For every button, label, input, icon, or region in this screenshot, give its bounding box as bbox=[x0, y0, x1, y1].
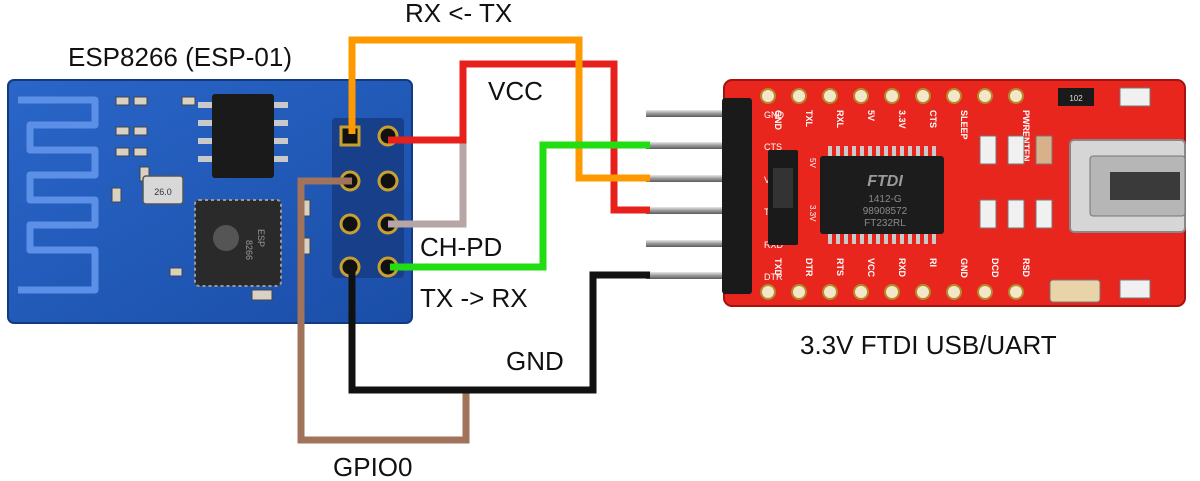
bottom-pin-label-2: RTS bbox=[835, 258, 845, 276]
bottom-pin-label-8: RSD bbox=[1021, 258, 1031, 278]
esp-title: ESP8266 (ESP-01) bbox=[68, 42, 292, 72]
top-pin-label-7: PWRENTEN bbox=[1021, 110, 1031, 162]
bottom-pin-label-1: DTR bbox=[804, 258, 814, 277]
label-gnd: GND bbox=[506, 346, 564, 376]
bottom-pin-label-7: DCD bbox=[990, 258, 1000, 278]
top-pin-label-4: 3.3V bbox=[897, 110, 907, 129]
jumper-label-5v: 5V bbox=[808, 158, 817, 168]
wire-ch-pd bbox=[388, 140, 467, 228]
label-gpio0: GPIO0 bbox=[333, 452, 412, 481]
chip-label-1: ESP bbox=[256, 229, 266, 247]
top-pin-label-0: GND bbox=[773, 110, 783, 131]
wire-labels: ESP8266 (ESP-01) RX <- TX VCC CH-PD TX -… bbox=[68, 0, 1057, 481]
wire-vcc bbox=[388, 60, 650, 214]
esp01-board: 26.0 ESP 8266 bbox=[7, 79, 413, 324]
header-label-0: GND bbox=[764, 110, 785, 120]
ftdi-board: GND CTS VCC TXD RXD DTR GND TXL RXL 5V 3… bbox=[646, 79, 1186, 307]
wire-gnd bbox=[348, 262, 650, 394]
wires bbox=[297, 36, 650, 444]
top-pin-labels: GND TXL RXL 5V 3.3V CTS SLEEP PWRENTEN bbox=[773, 110, 1031, 162]
voltage-jumper: 5V 3.3V bbox=[768, 150, 817, 245]
mini-usb-connector bbox=[1069, 139, 1186, 233]
esp8266-chip: ESP 8266 bbox=[194, 199, 282, 287]
header-label-1: CTS bbox=[764, 142, 782, 152]
bottom-pin-labels: TXD DTR RTS VCC RXD RI GND DCD RSD bbox=[773, 258, 1031, 279]
top-pin-label-2: RXL bbox=[835, 110, 845, 129]
resistor-label-top: 102 bbox=[1069, 94, 1083, 103]
wire-gpio0 bbox=[297, 177, 470, 444]
label-ch-pd: CH-PD bbox=[420, 232, 502, 262]
bottom-pin-label-4: RXD bbox=[897, 258, 907, 278]
esp-header-pins bbox=[332, 118, 404, 278]
jumper-label-3v3: 3.3V bbox=[808, 205, 817, 222]
ftdi-header-pins bbox=[646, 98, 752, 294]
top-pin-pads bbox=[760, 88, 1024, 104]
chip-line-3: FT232RL bbox=[864, 218, 906, 229]
flash-chip bbox=[198, 94, 288, 178]
top-pin-label-5: CTS bbox=[928, 110, 938, 128]
wire-rx bbox=[348, 36, 650, 182]
chip-line-2: 98908572 bbox=[863, 206, 908, 217]
label-rx-tx: RX <- TX bbox=[405, 0, 512, 28]
bottom-pin-pads bbox=[760, 284, 1024, 300]
bottom-pin-label-5: RI bbox=[928, 258, 938, 267]
chip-line-1: 1412-G bbox=[868, 194, 902, 205]
ftdi-smd-parts: 102 bbox=[979, 87, 1151, 303]
pcb-antenna-trace bbox=[18, 96, 99, 294]
header-label-5: DTR bbox=[764, 272, 783, 282]
ft232rl-chip: FTDI 1412-G 98908572 FT232RL bbox=[820, 146, 944, 244]
crystal: 26.0 bbox=[142, 175, 184, 205]
chip-label-2: 8266 bbox=[244, 240, 254, 260]
bottom-pin-label-0: TXD bbox=[773, 258, 783, 277]
wire-tx bbox=[390, 141, 650, 271]
top-pin-label-6: SLEEP bbox=[959, 110, 969, 140]
bottom-pin-label-6: GND bbox=[959, 258, 969, 279]
label-tx-rx: TX -> RX bbox=[420, 283, 528, 313]
label-vcc: VCC bbox=[488, 76, 543, 106]
crystal-label: 26.0 bbox=[154, 187, 172, 197]
bottom-pin-label-3: VCC bbox=[866, 258, 876, 278]
top-pin-label-3: 5V bbox=[866, 110, 876, 121]
chip-brand: FTDI bbox=[867, 173, 903, 190]
top-pin-label-1: TXL bbox=[804, 110, 814, 128]
ftdi-title: 3.3V FTDI USB/UART bbox=[800, 330, 1057, 360]
